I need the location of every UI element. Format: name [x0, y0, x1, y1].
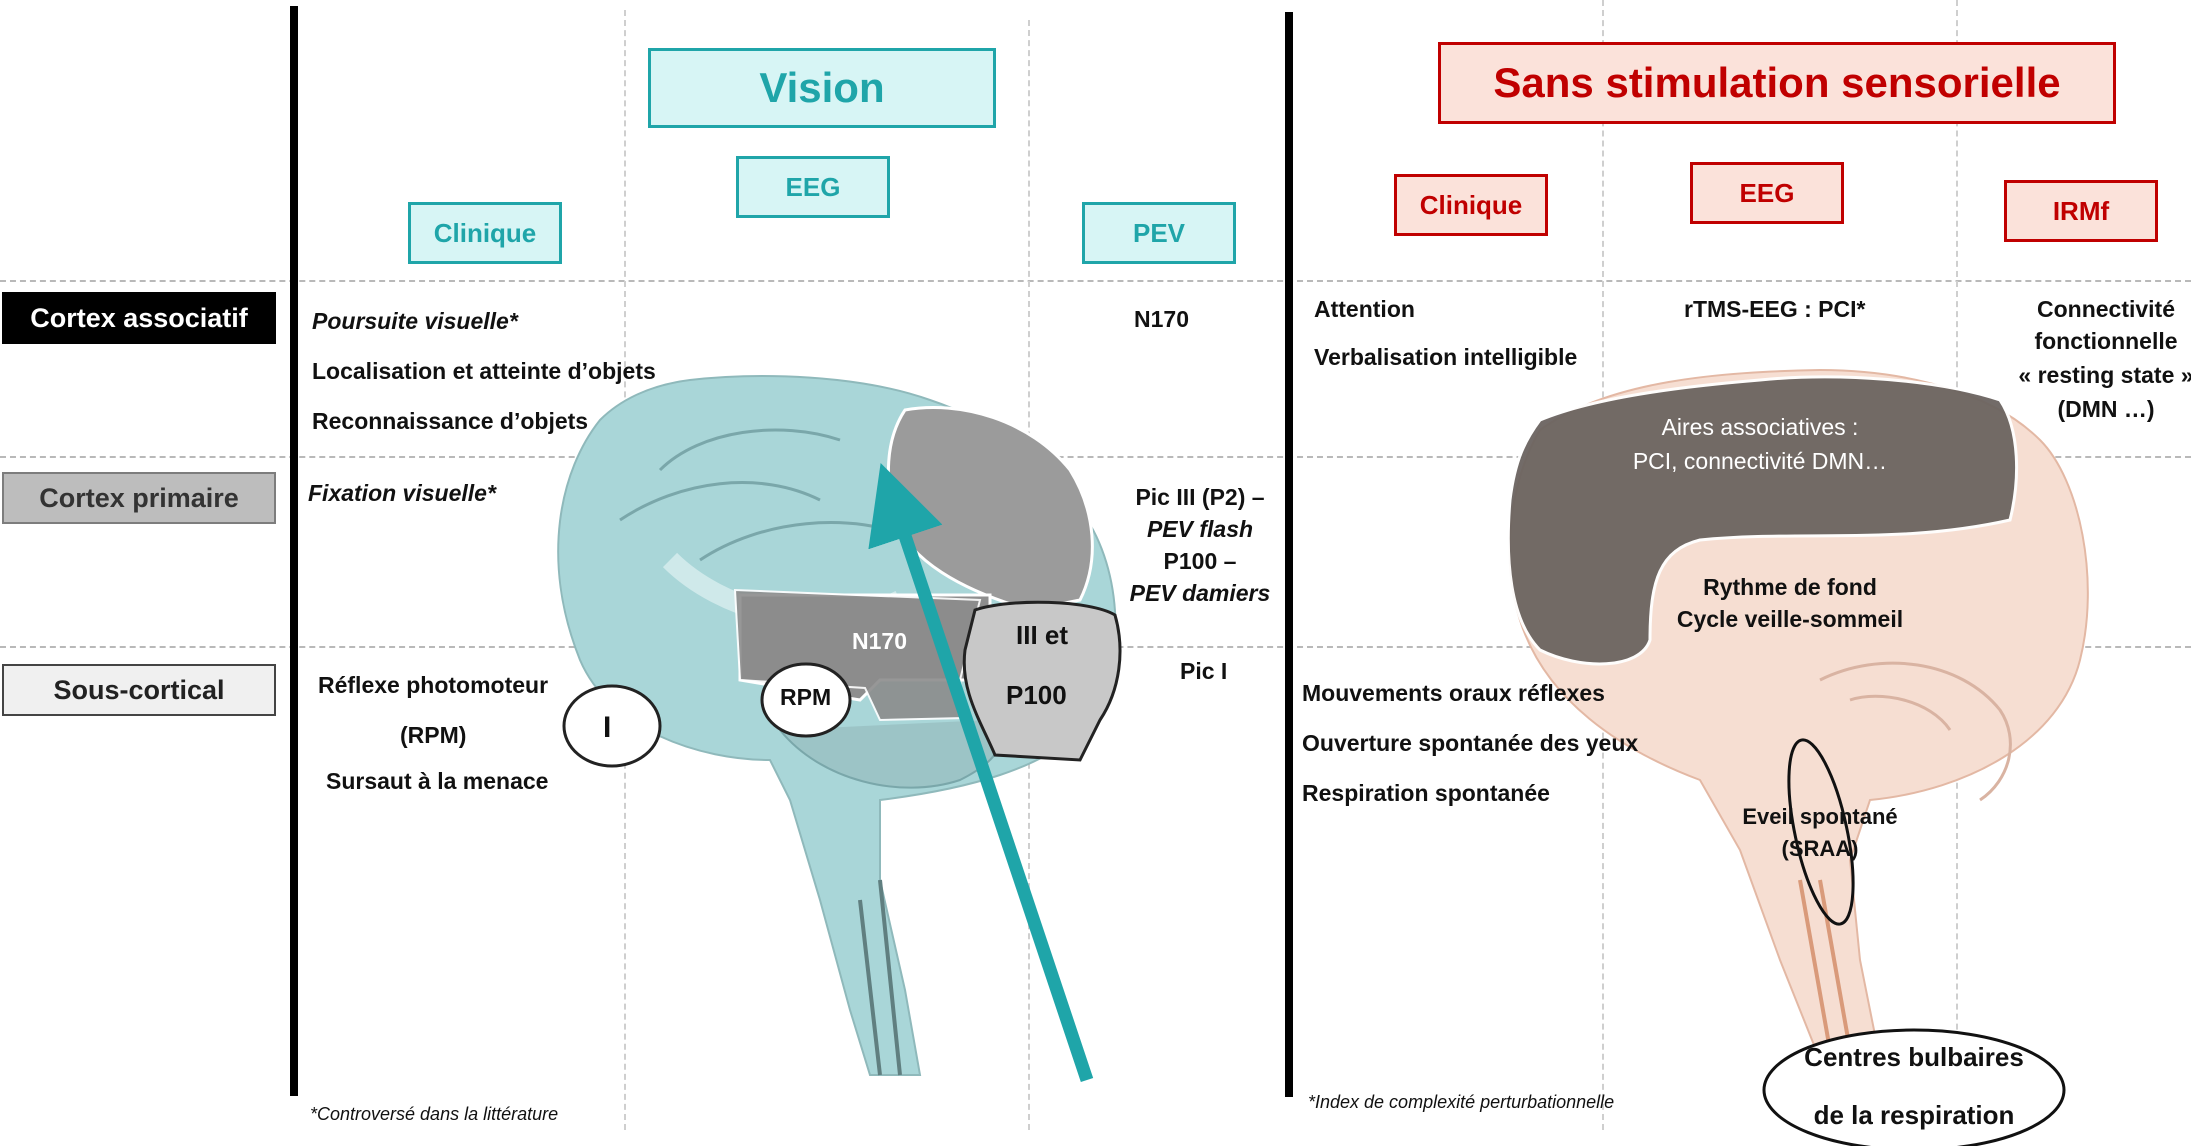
brain-label-p100: P100	[1006, 680, 1067, 711]
brain-label-eveil: Eveil spontané	[1700, 804, 1940, 830]
brain-label-pci-dmn: PCI, connectivité DMN…	[1600, 448, 1920, 476]
sans-brain	[1508, 370, 2088, 1146]
sans-clinique-attention: Attention	[1314, 296, 1415, 324]
vision-pev-pic-i: Pic I	[1180, 658, 1227, 686]
sans-irmf-connectivite: Connectivité	[1996, 296, 2191, 324]
brain-label-respiration: de la respiration	[1774, 1100, 2054, 1131]
sans-clinique-ouverture: Ouverture spontanée des yeux	[1302, 730, 1638, 758]
footnote-sans: *Index de complexité perturbationnelle	[1308, 1092, 1614, 1114]
sans-irmf-fonctionnelle: fonctionnelle	[1996, 328, 2191, 356]
i-ellipse	[564, 686, 660, 766]
vision-pev-damiers: PEV damiers	[1100, 580, 1300, 608]
brain-label-aires: Aires associatives :	[1610, 414, 1910, 442]
sans-col-irmf: IRMf	[2004, 180, 2158, 242]
sans-col-eeg: EEG	[1690, 162, 1844, 224]
footnote-vision: *Controversé dans la littérature	[310, 1104, 558, 1126]
brain-label-cycle: Cycle veille-sommeil	[1650, 606, 1930, 634]
row-label-cortex-primaire: Cortex primaire	[2, 472, 276, 524]
vision-col-clinique: Clinique	[408, 202, 562, 264]
vision-pev-p100: P100 –	[1100, 548, 1300, 576]
vision-col-eeg: EEG	[736, 156, 890, 218]
vision-pev-flash: PEV flash	[1100, 516, 1300, 544]
row-label-cortex-associatif: Cortex associatif	[2, 292, 276, 344]
brain-label-rpm: RPM	[780, 684, 831, 712]
sans-clinique-mouvements: Mouvements oraux réflexes	[1302, 680, 1605, 708]
vision-clinique-localisation: Localisation et atteinte d’objets	[312, 358, 656, 386]
brain-label-rythme: Rythme de fond	[1650, 574, 1930, 602]
brain-label-sraa: (SRAA)	[1700, 836, 1940, 862]
vision-clinique-reflexe: Réflexe photomoteur	[318, 672, 548, 700]
sans-irmf-resting: « resting state »	[1996, 362, 2191, 390]
vision-pev-n170: N170	[1134, 306, 1189, 334]
sans-title: Sans stimulation sensorielle	[1438, 42, 2116, 124]
sans-irmf-dmn: (DMN …)	[1996, 396, 2191, 424]
vision-brain	[558, 376, 1120, 1080]
vision-clinique-rpm: (RPM)	[400, 722, 466, 750]
brain-label-iii-et: III et	[1016, 620, 1068, 651]
row-label-sous-cortical: Sous-cortical	[2, 664, 276, 716]
brain-label-i: I	[603, 710, 611, 746]
sans-clinique-verbalisation: Verbalisation intelligible	[1314, 344, 1577, 372]
vision-clinique-poursuite: Poursuite visuelle*	[312, 308, 518, 336]
brain-label-centres: Centres bulbaires	[1774, 1042, 2054, 1073]
vision-clinique-fixation: Fixation visuelle*	[308, 480, 496, 508]
vision-title: Vision	[648, 48, 996, 128]
sans-eeg-rtms: rTMS-EEG : PCI*	[1684, 296, 1865, 324]
sans-clinique-respiration: Respiration spontanée	[1302, 780, 1550, 808]
brain-label-n170: N170	[852, 628, 907, 656]
vision-col-pev: PEV	[1082, 202, 1236, 264]
vision-clinique-reconnaissance: Reconnaissance d’objets	[312, 408, 588, 436]
vision-pev-pic-iii: Pic III (P2) –	[1100, 484, 1300, 512]
left-separator-bar	[290, 6, 298, 1096]
vision-clinique-sursaut: Sursaut à la menace	[326, 768, 548, 796]
sans-col-clinique: Clinique	[1394, 174, 1548, 236]
